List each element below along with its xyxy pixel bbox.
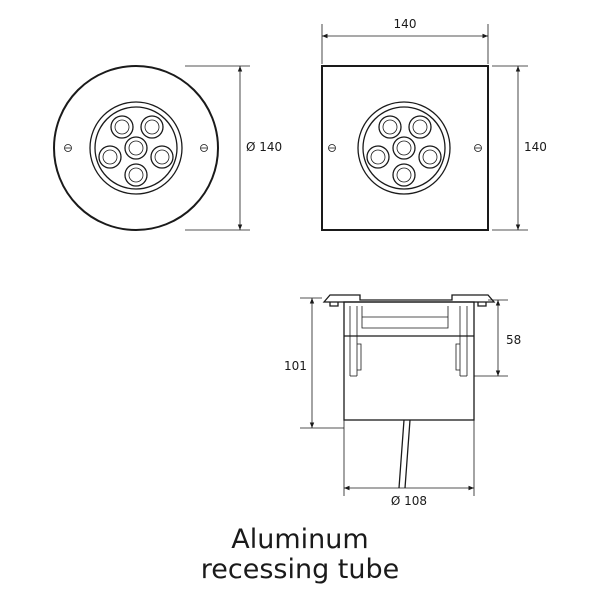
screw-right-icon [200,144,208,152]
lens-housing-inner [362,106,446,190]
side-height-label: 101 [284,359,307,373]
caption-line-2: recessing tube [200,554,400,585]
led [140,115,164,139]
led [378,115,402,139]
side-depth-label: 58 [506,333,521,347]
square-height-label: 140 [524,140,547,154]
square-flange-outline [321,65,489,231]
led [366,145,390,169]
left-clip [329,302,339,307]
led-center [392,136,416,160]
side-view: 101 58 Ø 108 [284,294,521,508]
round-front-view: Ø 140 [53,65,282,231]
tube-body [343,301,475,421]
lens-housing-outer [89,101,183,195]
screw-right-icon [474,144,482,152]
lens-housing-outer [357,101,451,195]
square-front-view: 140 140 [321,17,547,231]
led [110,115,134,139]
tube-diameter-label: Ø 108 [391,494,427,508]
led [98,145,122,169]
screw-left-icon [328,144,336,152]
led [150,145,174,169]
round-diameter-label: Ø 140 [246,140,282,154]
led [418,145,442,169]
led-center [124,136,148,160]
led [124,163,148,187]
screw-left-icon [64,144,72,152]
led [392,163,416,187]
top-flange [322,294,496,303]
led-array [366,115,442,187]
round-flange-outline [53,65,219,231]
led [408,115,432,139]
led-array [98,115,174,187]
caption-line-1: Aluminum [231,524,369,555]
right-clip [477,302,487,307]
square-width-label: 140 [394,17,417,31]
lens-housing-inner [94,106,178,190]
power-cable [398,419,411,489]
